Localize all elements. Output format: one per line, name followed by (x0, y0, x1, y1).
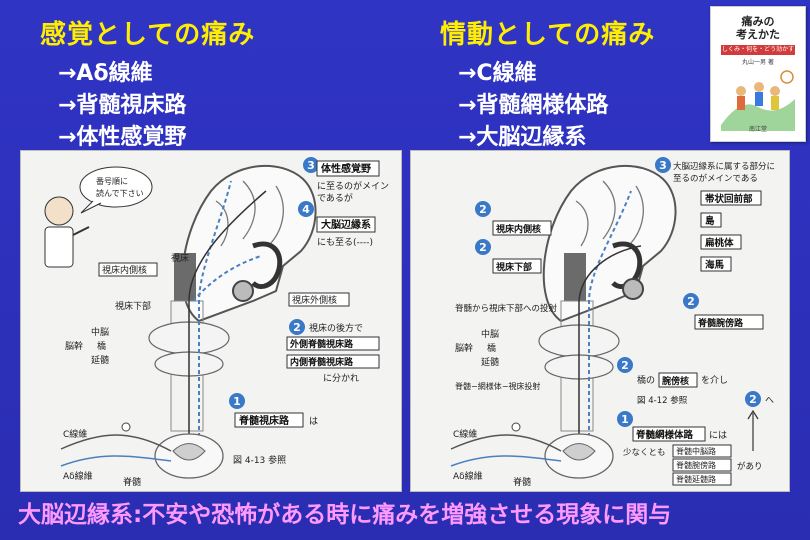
speech-line-1: 番号順に (96, 176, 128, 186)
to-2-label: へ (765, 396, 774, 406)
left-title: 感覚としての痛み (40, 20, 256, 50)
left-bullet-3: →体性感覚野 (58, 125, 187, 150)
med-spinothal-label: 内側脊髄視床路 (290, 356, 354, 368)
r-marker-1-icon: 1 (617, 411, 633, 427)
book-title: 痛みの 考えかた (736, 15, 780, 41)
reticulo-label: 脊髄−網様体−視床投射 (455, 381, 540, 391)
sensory-cortex-text2: であるが (317, 192, 353, 204)
book-illustration (721, 70, 795, 131)
r-marker-2a-icon: 2 (475, 201, 491, 217)
book-publisher: 南江堂 (748, 126, 767, 133)
right-bullet-1: →C線維 (458, 61, 537, 86)
r-hypothal-box: 視床下部 (495, 261, 532, 273)
thalamus-label: 視床 (171, 252, 189, 264)
speech-line-2: 読んで下さい (96, 188, 144, 198)
r-thal-medial-box: 視床内側核 (495, 223, 541, 235)
fig-ref-label: 図 4-13 参照 (233, 454, 286, 466)
via-text: を介し (701, 375, 728, 386)
posterior-text: 視床の後方で (309, 322, 363, 334)
r-marker-3-text: 3 (659, 159, 667, 172)
exist-label: があり (737, 461, 763, 472)
r-marker-2b-icon: 2 (475, 239, 491, 255)
marker-2-icon: 2 (289, 319, 305, 335)
reticular-text: には (709, 430, 727, 441)
bottom-note: 大脳辺縁系:不安や恐怖がある時に痛みを増強させる現象に関与 (18, 502, 672, 528)
r-fig-ref-label: 図 4-12 参照 (637, 395, 688, 406)
right-figure-panel: 3 2 2 2 2 1 2 大脳辺縁系に属する部分に 至るのがメインである 帯状… (410, 150, 790, 492)
right-bullet-3: →大脳辺縁系 (458, 125, 587, 150)
r-marker-2e-text: 2 (749, 393, 757, 406)
left-bullet-2: →背髄視床路 (58, 93, 187, 118)
medulla-label: 延髄 (91, 354, 109, 366)
thal-medial-label: 視床内側核 (102, 264, 147, 276)
marker-4-text: 4 (302, 203, 310, 216)
limbic-box: 大脳辺縁系 (321, 218, 371, 231)
r-marker-2c-text: 2 (687, 295, 695, 308)
r-spinal-label: 脊髄 (513, 476, 531, 488)
spinothal-text: は (309, 416, 318, 427)
parabrachial-nucleus-box: 腕傍核 (662, 375, 689, 387)
r-marker-3-icon: 3 (655, 157, 671, 173)
r-pons-label: 橋 (487, 342, 496, 354)
spinal-to-hypo-label: 脊髄から視床下部への投射 (455, 303, 558, 314)
marker-1-icon: 1 (229, 393, 245, 409)
cingulate-box: 帯状回前部 (705, 193, 753, 205)
marker-3-icon: 3 (303, 157, 319, 173)
left-figure-panel: 番号順に読んで下さい 3 4 2 1 体性感覚野 に至るのがメイン であるが 大… (20, 150, 402, 492)
pons-label: 橋 (97, 340, 106, 352)
r-midbrain-label: 中脳 (481, 328, 499, 340)
left-figure-drawing: 番号順に読んで下さい 3 4 2 1 体性感覚野 に至るのがメイン であるが 大… (44, 157, 389, 488)
marker-1-text: 1 (233, 395, 241, 408)
marker-2-text: 2 (293, 321, 301, 334)
reticular-tract-box: 脊髄網様体路 (635, 429, 694, 441)
parabrachial-tract-box: 脊髄腕傍路 (697, 317, 744, 329)
sub-tract-3: 脊髄延髄路 (676, 474, 716, 484)
hypothal-label: 視床下部 (115, 300, 151, 312)
ad-fiber-label: Aδ線維 (63, 470, 93, 482)
hippocampus-box: 海馬 (705, 259, 725, 271)
marker-4-icon: 4 (298, 201, 314, 217)
amygdala-box: 扁桃体 (704, 237, 734, 249)
right-bullet-2: →背髄網様体路 (458, 93, 609, 118)
r-marker-1-text: 1 (621, 413, 629, 426)
r-marker-2e-icon: 2 (745, 391, 761, 407)
thal-lateral-label: 視床外側核 (292, 294, 337, 306)
sensory-cortex-box: 体性感覚野 (321, 162, 371, 175)
right-title: 情動としての痛み (440, 20, 656, 50)
insula-box: 島 (705, 215, 715, 227)
marker-3-text: 3 (307, 159, 315, 172)
r-limbic-text1: 大脳辺縁系に属する部分に (673, 161, 775, 172)
right-figure-drawing: 3 2 2 2 2 1 2 大脳辺縁系に属する部分に 至るのがメインである 帯状… (450, 157, 775, 488)
via-pons-label: 橋の (637, 374, 655, 386)
c-fiber-label: C線維 (63, 428, 87, 440)
svg-text:番号順に読んで下さい: 番号順に読んで下さい (96, 176, 144, 198)
r-medulla-label: 延髄 (481, 356, 499, 368)
book-cover-image: 痛みの 考えかた しくみ・何を・どう効かす 丸山一男 著 南江堂 (710, 6, 806, 142)
r-limbic-text2: 至るのがメインである (673, 173, 758, 184)
lat-spinothal-label: 外側脊髄視床路 (289, 338, 354, 350)
r-marker-2a-text: 2 (479, 203, 487, 216)
r-marker-2d-text: 2 (621, 359, 629, 372)
r-marker-2d-icon: 2 (617, 357, 633, 373)
sub-tract-2: 脊髄腕傍路 (676, 460, 716, 470)
r-marker-2b-text: 2 (479, 241, 487, 254)
r-c-fiber-label: C線維 (453, 428, 477, 440)
r-ad-fiber-label: Aδ線維 (453, 470, 483, 482)
sub-tract-1: 脊髄中脳路 (676, 446, 716, 456)
left-bullet-1: →Aδ線維 (58, 61, 153, 86)
book-author: 丸山一男 著 (742, 59, 774, 66)
brainstem-label: 脳幹 (65, 340, 83, 352)
r-brainstem-label: 脳幹 (455, 342, 473, 354)
midbrain-label: 中脳 (91, 326, 109, 338)
limbic-text: にも至る(----) (317, 237, 373, 248)
sensory-cortex-text1: に至るのがメイン (317, 180, 389, 192)
spinal-label: 脊髄 (123, 476, 141, 488)
branch-text: に分かれ (323, 373, 359, 384)
spinothal-box: 脊髄視床路 (238, 414, 290, 427)
at-least-label: 少なくとも (623, 448, 666, 458)
r-marker-2c-icon: 2 (683, 293, 699, 309)
book-band: しくみ・何を・どう効かす (721, 45, 795, 55)
